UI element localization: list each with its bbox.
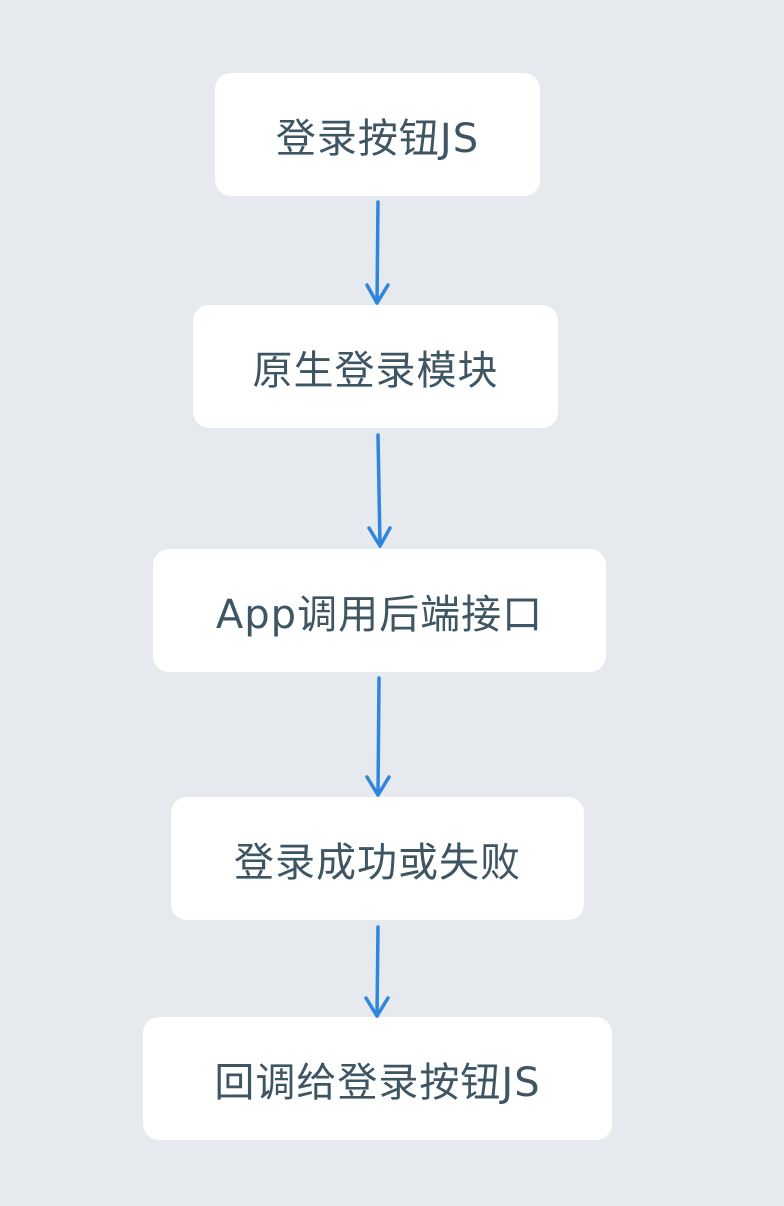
arrow-1-to-2 bbox=[365, 200, 390, 305]
flow-node-login-result: 登录成功或失败 bbox=[171, 797, 584, 920]
flow-node-label: 回调给登录按钮JS bbox=[214, 1059, 541, 1106]
flow-node-native-login-module: 原生登录模块 bbox=[193, 305, 558, 428]
flow-node-login-button-js: 登录按钮JS bbox=[215, 73, 540, 196]
flow-node-label: 登录成功或失败 bbox=[234, 839, 521, 886]
arrow-4-to-5 bbox=[364, 925, 390, 1018]
flow-node-label: 原生登录模块 bbox=[252, 347, 499, 394]
flow-node-label: 登录按钮JS bbox=[275, 115, 480, 162]
flow-node-app-call-backend: App调用后端接口 bbox=[153, 549, 606, 672]
flow-node-callback-to-js: 回调给登录按钮JS bbox=[143, 1017, 612, 1140]
arrow-3-to-4 bbox=[365, 676, 391, 797]
arrow-2-to-3 bbox=[367, 433, 392, 548]
flow-node-label: App调用后端接口 bbox=[215, 591, 544, 638]
